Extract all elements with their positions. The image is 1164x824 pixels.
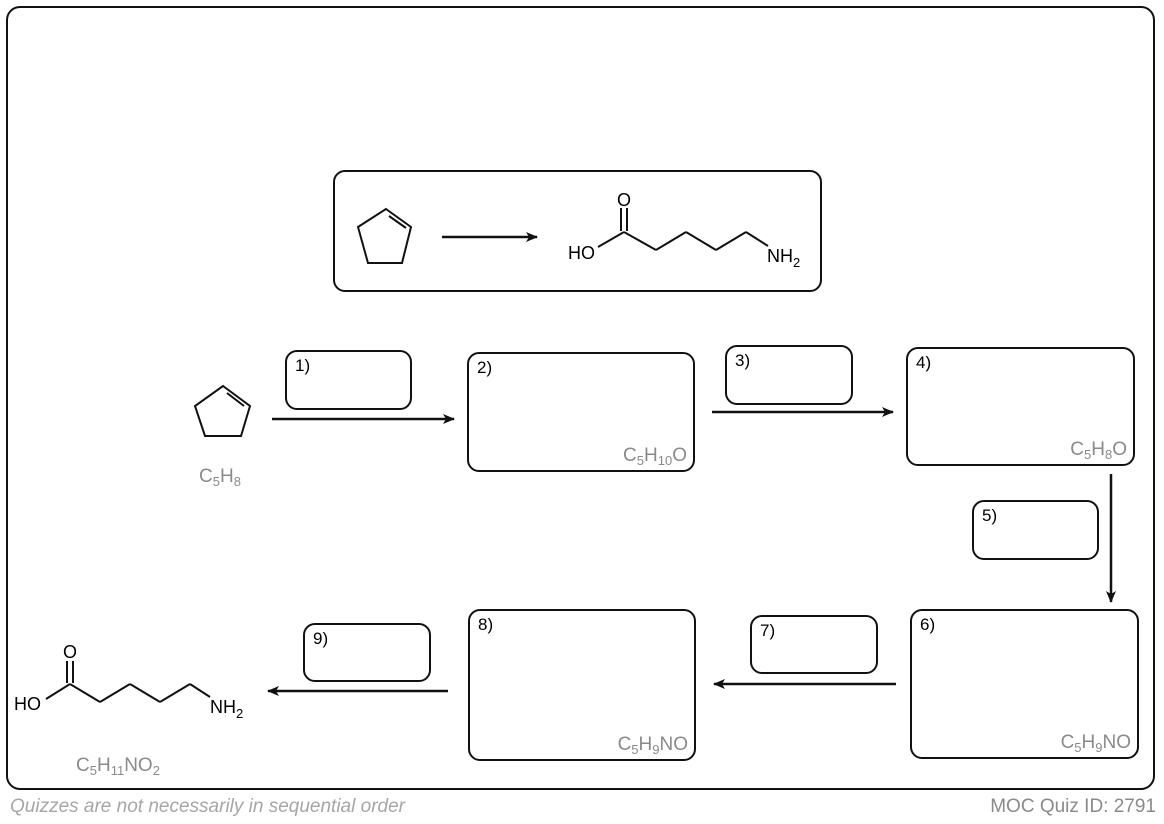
reagent-box-step-7[interactable]: 7): [750, 615, 878, 674]
footer-note: Quizzes are not necessarily in sequentia…: [10, 796, 405, 817]
intermediate-6-formula: C5H9NO: [1060, 732, 1131, 755]
end-oxygen-label: O: [63, 642, 77, 662]
target-cyclopentene: [356, 207, 413, 264]
step-4-label: 4): [916, 353, 932, 372]
intermediate-8-formula: C5H9NO: [617, 734, 688, 757]
step-6-label: 6): [920, 615, 936, 634]
product-box-step-2[interactable]: 2) C5H10O: [467, 352, 695, 472]
quiz-id: MOC Quiz ID: 2791: [990, 796, 1156, 817]
reagent-box-step-1[interactable]: 1): [285, 350, 412, 410]
product-box-step-8[interactable]: 8) C5H9NO: [468, 609, 696, 761]
end-hydroxyl-label: HO: [14, 694, 41, 714]
target-hydroxyl-label: HO: [568, 243, 595, 263]
target-summary-box: [333, 170, 822, 292]
step-1-label: 1): [295, 356, 311, 375]
product-box-step-6[interactable]: 6) C5H9NO: [910, 609, 1139, 759]
step-8-label: 8): [478, 615, 494, 634]
step-2-label: 2): [477, 358, 493, 377]
target-oxygen-label: O: [617, 190, 631, 210]
intermediate-2-formula: C5H10O: [623, 445, 687, 468]
step-7-label: 7): [760, 621, 776, 640]
target-amine-label: NH2: [767, 246, 800, 270]
intermediate-4-formula: C5H8O: [1070, 439, 1127, 462]
quiz-frame: [6, 6, 1155, 790]
end-product-skeleton: [45, 661, 211, 703]
reagent-box-step-3[interactable]: 3): [725, 345, 853, 405]
end-amine-label: NH2: [210, 697, 243, 721]
reagent-box-step-9[interactable]: 9): [303, 623, 431, 682]
target-product-skeleton: [597, 208, 769, 251]
step-3-label: 3): [735, 351, 751, 370]
reagent-box-step-5[interactable]: 5): [972, 500, 1099, 560]
start-formula: C5H8: [199, 466, 241, 489]
step-9-label: 9): [313, 629, 329, 648]
step-5-label: 5): [982, 506, 998, 525]
start-cyclopentene: [193, 384, 252, 437]
product-box-step-4[interactable]: 4) C5H8O: [906, 347, 1135, 466]
end-formula: C5H11NO2: [76, 755, 160, 778]
